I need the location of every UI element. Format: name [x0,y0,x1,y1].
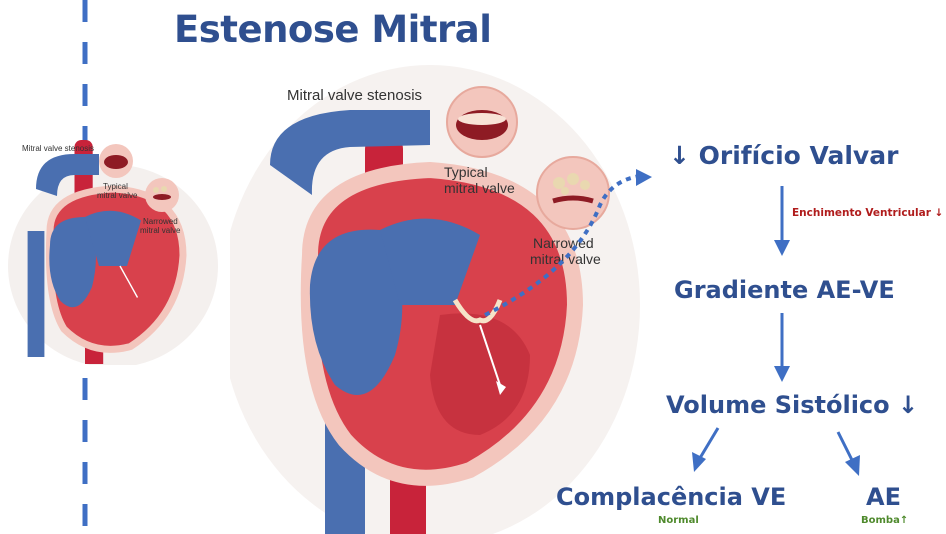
label-heading: Mitral valve stenosis [287,87,423,104]
narrowed-valve-icon [536,156,610,230]
small-label-typical-1: Typical [103,182,128,191]
small-label-narrowed-1: Narrowed [143,217,178,226]
small-label-narrowed-2: mitral valve [140,226,181,235]
flow-enchimento-note: Enchimento Ventricular ↓ [792,207,944,219]
flow-gradiente: Gradiente AE-VE [674,276,895,304]
flow-ae: AE [866,483,901,511]
small-typical-valve-icon [99,144,133,178]
small-label-heading: Mitral valve stenosis [22,144,95,153]
flow-orificio-valvar: ↓ Orifício Valvar [669,141,899,170]
typical-valve-icon [446,86,518,158]
label-typical-2: mitral valve [444,180,515,196]
flow-volume-sistolico: Volume Sistólico ↓ [666,391,919,419]
large-heart-illustration [230,65,640,534]
label-narrowed-2: mitral valve [530,251,601,267]
flow-ae-note: Bomba↑ [861,515,909,526]
flow-complacencia: Complacência VE [556,483,787,511]
flow-complacencia-note: Normal [658,515,699,526]
dotted-curve-arrow [484,174,641,317]
label-typical-1: Typical [444,164,488,180]
label-narrowed-1: Narrowed [533,235,594,251]
arrow-volume-complacencia [698,427,720,459]
arrow-volume-ae [836,431,854,461]
small-narrowed-valve-icon [145,178,179,212]
page-title: Estenose Mitral [174,8,492,51]
small-heart-illustration [8,140,218,365]
small-label-typical-2: mitral valve [97,191,138,200]
